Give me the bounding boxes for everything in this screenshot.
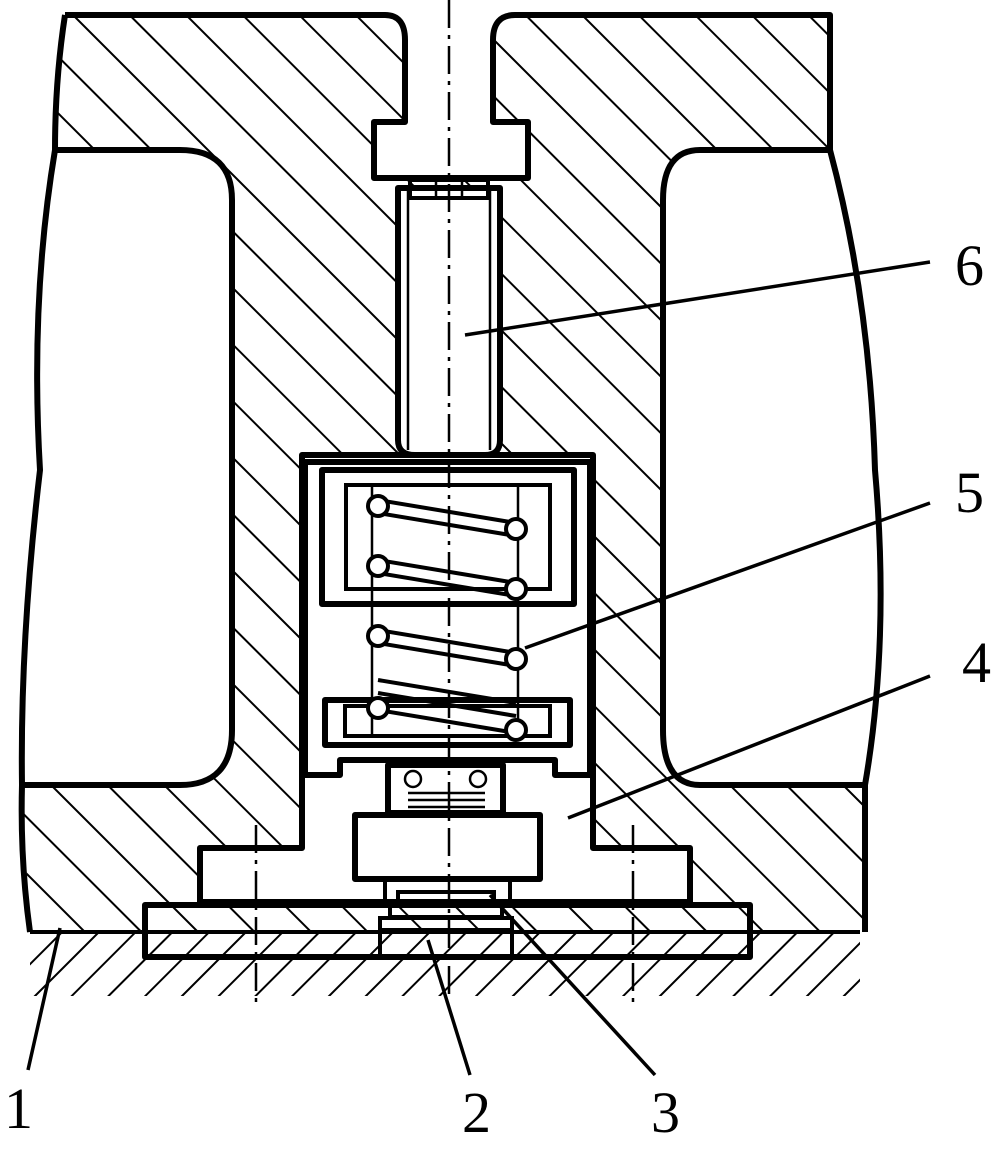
- label-part-1: 1: [4, 1076, 33, 1141]
- label-part-5: 5: [955, 460, 984, 525]
- centerlines: [254, 0, 635, 1005]
- leader-lines: [26, 260, 931, 1077]
- base-ground: [30, 930, 860, 996]
- spring-chamber: [302, 459, 593, 778]
- housing-body: [18, 12, 884, 933]
- bottom-plate: [142, 902, 753, 960]
- label-part-2: 2: [462, 1080, 491, 1145]
- label-part-6: 6: [955, 233, 984, 298]
- label-part-3: 3: [651, 1080, 680, 1145]
- coil-spring: [366, 494, 528, 742]
- screw-bore: [395, 178, 503, 458]
- label-part-4: 4: [962, 630, 991, 695]
